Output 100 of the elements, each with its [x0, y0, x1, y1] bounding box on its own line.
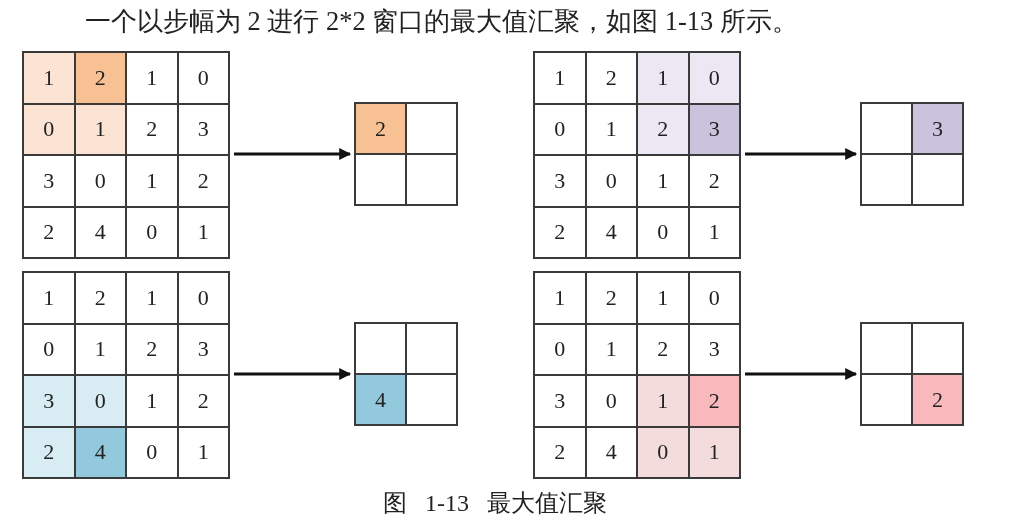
cell-value: 4 — [94, 441, 106, 464]
cell-value: 4 — [605, 221, 617, 244]
matrix-cell — [688, 52, 740, 104]
matrix-cell — [637, 103, 689, 155]
matrix-cell — [912, 154, 963, 205]
cell-value: 0 — [146, 441, 158, 464]
matrix-cell — [126, 155, 178, 207]
cell-value: 0 — [554, 118, 566, 141]
cell-value: 2 — [932, 388, 943, 411]
matrix-cell — [861, 374, 912, 425]
cell-value: 3 — [554, 169, 566, 192]
matrix-cell — [585, 52, 637, 104]
input-matrix — [533, 271, 741, 479]
cell-value: 1 — [197, 221, 209, 244]
matrix-cell — [126, 206, 178, 258]
cell-value: 3 — [708, 118, 720, 141]
arrow — [745, 148, 858, 160]
cell-value: 2 — [708, 389, 720, 412]
cell-value: 2 — [197, 389, 209, 412]
cell-value: 2 — [197, 169, 209, 192]
matrix-cell — [534, 272, 586, 324]
matrix-cell — [534, 426, 586, 478]
matrix-cell — [585, 426, 637, 478]
matrix-cell — [688, 272, 740, 324]
matrix-cell — [534, 103, 586, 155]
matrix-cell — [688, 375, 740, 427]
matrix-cell — [534, 375, 586, 427]
cell-value: 1 — [43, 66, 55, 89]
cell-value: 4 — [605, 441, 617, 464]
matrix-cell — [861, 323, 912, 374]
cell-value: 3 — [197, 118, 209, 141]
matrix-cell — [637, 272, 689, 324]
cell-value: 2 — [94, 286, 106, 309]
cell-value: 2 — [708, 169, 720, 192]
body-text: 一个以步幅为 2 进行 2*2 窗口的最大值汇聚，如图 1-13 所示。 — [85, 6, 798, 38]
matrix-cell — [74, 103, 126, 155]
cell-value: 2 — [605, 286, 617, 309]
matrix-cell — [406, 323, 457, 374]
pooled-matrix — [860, 322, 964, 426]
matrix-cell — [585, 155, 637, 207]
matrix-cell — [126, 103, 178, 155]
matrix-cell — [126, 272, 178, 324]
cell-value: 3 — [43, 389, 55, 412]
arrow — [234, 148, 352, 160]
cell-value: 1 — [146, 66, 158, 89]
matrix-cell — [355, 374, 406, 425]
matrix-cell — [688, 155, 740, 207]
matrix-cell — [637, 426, 689, 478]
matrix-cell — [912, 374, 963, 425]
matrix-cell — [23, 206, 75, 258]
cell-value: 3 — [554, 389, 566, 412]
cell-value: 1 — [657, 66, 669, 89]
cell-value: 1 — [554, 66, 566, 89]
cell-value: 0 — [708, 66, 720, 89]
matrix-cell — [74, 375, 126, 427]
cell-value: 0 — [554, 338, 566, 361]
matrix-cell — [126, 426, 178, 478]
matrix-cell — [688, 206, 740, 258]
cell-value: 2 — [375, 117, 386, 140]
matrix-cell — [177, 426, 229, 478]
matrix-cell — [177, 155, 229, 207]
cell-value: 2 — [146, 118, 158, 141]
matrix-cell — [177, 375, 229, 427]
matrix-cell — [177, 103, 229, 155]
matrix-cell — [74, 206, 126, 258]
matrix-cell — [355, 154, 406, 205]
matrix-cell — [637, 155, 689, 207]
cell-value: 1 — [43, 286, 55, 309]
cell-value: 3 — [197, 338, 209, 361]
matrix-cell — [23, 52, 75, 104]
cell-value: 1 — [657, 169, 669, 192]
cell-value: 0 — [94, 169, 106, 192]
cell-value: 0 — [657, 221, 669, 244]
matrix-cell — [74, 323, 126, 375]
input-matrix — [533, 51, 741, 259]
matrix-cell — [23, 375, 75, 427]
input-matrix — [22, 271, 230, 479]
matrix-cell — [406, 374, 457, 425]
matrix-cell — [534, 155, 586, 207]
matrix-cell — [355, 103, 406, 154]
matrix-cell — [406, 154, 457, 205]
matrix-cell — [355, 323, 406, 374]
figure-caption: 图 1-13 最大值汇聚 — [383, 489, 607, 518]
matrix-cell — [177, 272, 229, 324]
cell-value: 0 — [657, 441, 669, 464]
cell-value: 1 — [657, 389, 669, 412]
matrix-cell — [688, 426, 740, 478]
matrix-cell — [585, 272, 637, 324]
cell-value: 1 — [708, 441, 720, 464]
matrix-cell — [74, 272, 126, 324]
cell-value: 1 — [197, 441, 209, 464]
matrix-cell — [177, 206, 229, 258]
cell-value: 2 — [554, 221, 566, 244]
matrix-cell — [637, 375, 689, 427]
cell-value: 0 — [43, 118, 55, 141]
cell-value: 2 — [657, 118, 669, 141]
matrix-cell — [126, 52, 178, 104]
matrix-cell — [585, 206, 637, 258]
matrix-cell — [126, 375, 178, 427]
matrix-cell — [23, 323, 75, 375]
